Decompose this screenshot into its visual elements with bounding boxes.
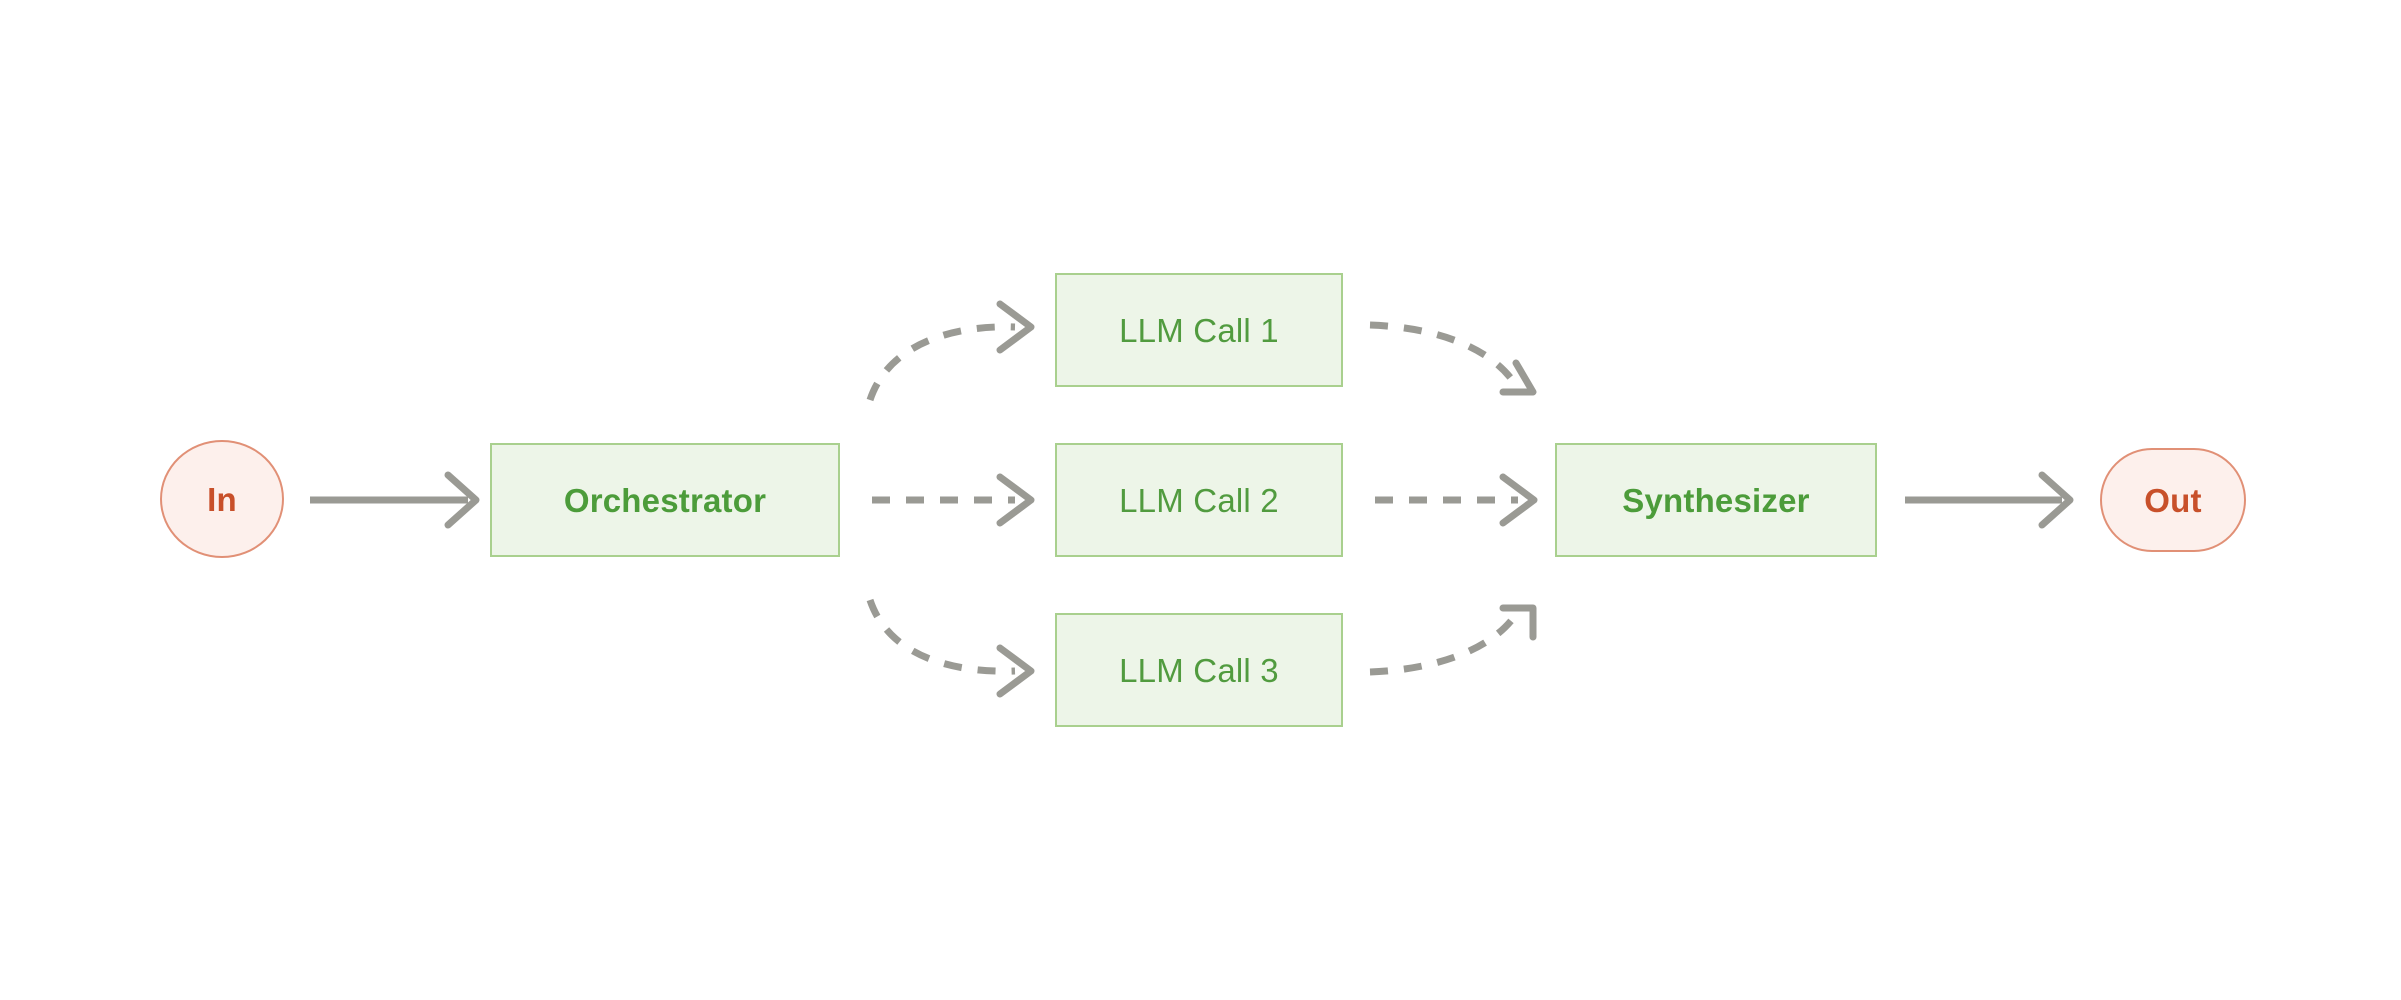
edge-llm-call-1-to-synthesizer (1369, 321, 1537, 396)
node-llm-call-3[interactable]: LLM Call 3 (1055, 613, 1343, 727)
node-llm-call-1[interactable]: LLM Call 1 (1055, 273, 1343, 387)
edge-llm-call-3-to-synthesizer (1369, 604, 1537, 676)
edge-llm-call-2-to-synthesizer (1375, 473, 1538, 527)
node-llm-call-1-label: LLM Call 1 (1119, 311, 1279, 349)
edge-orchestrator-to-llm-call-2 (872, 473, 1035, 527)
edge-orchestrator-to-llm-call-3 (866, 598, 1035, 698)
node-synthesizer[interactable]: Synthesizer (1555, 443, 1877, 557)
node-in[interactable]: In (160, 440, 284, 558)
edge-orchestrator-to-llm-call-1 (866, 300, 1035, 402)
node-in-label: In (207, 480, 237, 518)
node-llm-call-3-label: LLM Call 3 (1119, 651, 1279, 689)
node-out-label: Out (2144, 481, 2202, 519)
node-llm-call-2-label: LLM Call 2 (1119, 481, 1279, 519)
edge-synthesizer-to-out (1905, 471, 2074, 529)
node-orchestrator[interactable]: Orchestrator (490, 443, 840, 557)
node-orchestrator-label: Orchestrator (563, 481, 767, 519)
edge-in-to-orchestrator (310, 471, 480, 529)
node-llm-call-2[interactable]: LLM Call 2 (1055, 443, 1343, 557)
node-out[interactable]: Out (2100, 448, 2246, 552)
node-synthesizer-label: Synthesizer (1622, 481, 1810, 519)
